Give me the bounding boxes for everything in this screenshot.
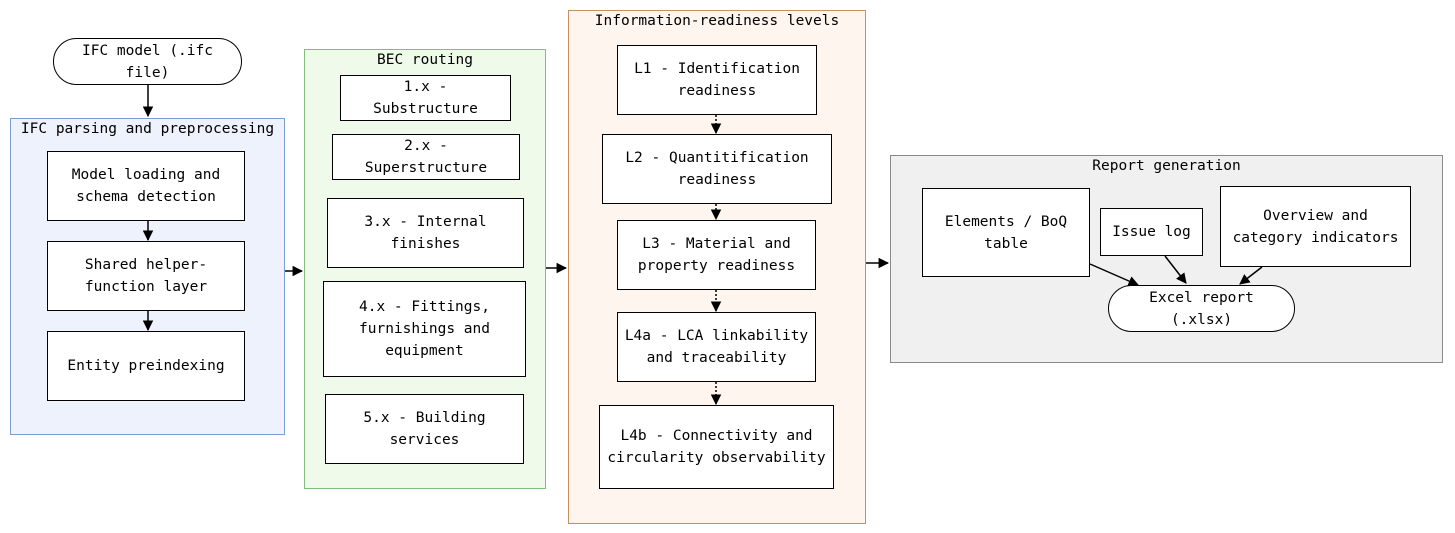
level-l3-node: L3 - Material and property readiness (617, 220, 816, 290)
bec-routing-group-title: BEC routing (376, 52, 474, 68)
level-l4b-node: L4b - Connectivity and circularity obser… (599, 405, 834, 489)
issue-log-node: Issue log (1100, 208, 1203, 256)
ifc-model-input-node: IFC model (.ifc file) (53, 38, 242, 85)
ifc-parsing-group-title: IFC parsing and preprocessing (20, 121, 275, 137)
readiness-levels-group-title: Information-readiness levels (594, 13, 840, 29)
helper-function-layer-node: Shared helper- function layer (47, 241, 245, 311)
report-generation-group-title: Report generation (1092, 158, 1241, 174)
bec-fittings-node: 4.x - Fittings, furnishings and equipmen… (323, 281, 526, 377)
level-l1-node: L1 - Identification readiness (617, 45, 817, 115)
excel-report-node: Excel report (.xlsx) (1108, 285, 1295, 332)
model-loading-node: Model loading and schema detection (47, 151, 245, 221)
entity-preindexing-node: Entity preindexing (47, 331, 245, 401)
bec-building-services-node: 5.x - Building services (325, 394, 524, 464)
elements-boq-table-node: Elements / BoQ table (922, 188, 1090, 277)
level-l4a-node: L4a - LCA linkability and traceability (617, 312, 816, 382)
bec-superstructure-node: 2.x - Superstructure (332, 134, 520, 180)
edge-table-to-excel (1089, 263, 1139, 287)
edge-issuelog-to-excel (1164, 255, 1187, 284)
level-l2-node: L2 - Quantitification readiness (602, 134, 832, 204)
edge-overview-to-excel (1239, 266, 1263, 285)
overview-indicators-node: Overview and category indicators (1220, 186, 1411, 267)
bec-internal-finishes-node: 3.x - Internal finishes (327, 198, 524, 268)
bec-substructure-node: 1.x - Substructure (340, 75, 511, 121)
